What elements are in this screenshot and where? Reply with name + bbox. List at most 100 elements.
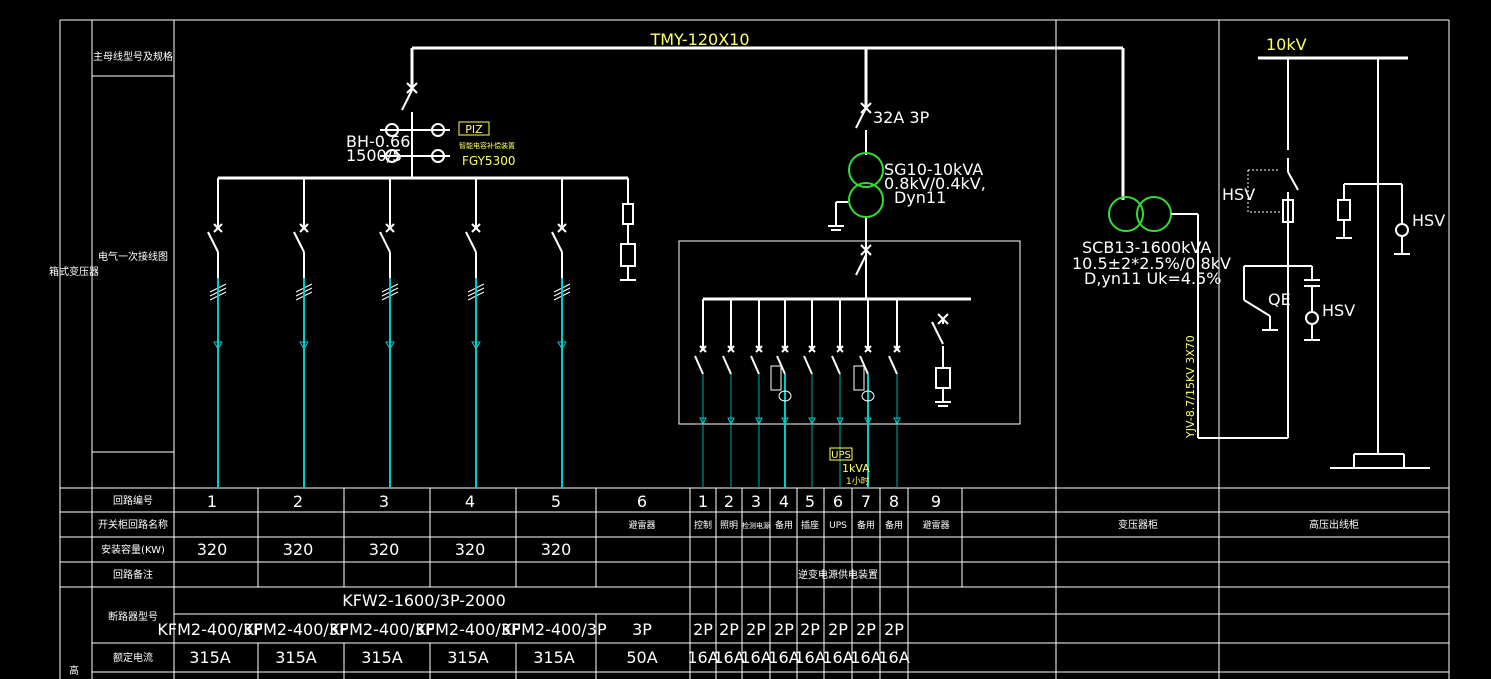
circuit-number: 9 [931,492,941,511]
aux-feeder-3 [750,299,763,488]
right-header-hv: 高压出线柜 [1309,518,1359,531]
circuit-number: 6 [833,492,843,511]
breaker-model: KFM2-400/3P [243,620,349,639]
ups-time: 1小时 [846,475,870,487]
rated-current: 16A [822,648,853,667]
main-transformer-wiring [1171,213,1289,439]
diagram-title: 电气一次接线图 [98,250,168,263]
hv-voltage: 10kV [1266,35,1307,54]
breaker-model: KFM2-400/3P [329,620,435,639]
capacity-value: 320 [283,540,314,559]
main-busbar [410,46,1125,200]
aux-feeder-2 [722,299,735,488]
breaker-model: 2P [856,620,876,639]
circuit-number: 4 [465,492,475,511]
circuit-number: 2 [724,492,734,511]
breaker-model: KFM2-400/3P [157,620,263,639]
circuit-number: 3 [379,492,389,511]
breaker-model: 2P [719,620,739,639]
right-header-transformer: 变压器柜 [1118,518,1158,531]
switch-name: 检测电源 [742,521,770,530]
hv-outgoing-feeder [1330,58,1430,469]
row-label-remark: 回路备注 [113,568,153,581]
aux-feeder-4 [770,299,792,488]
ups-tag: UPS [831,450,851,461]
breaker-model: KFM2-400/3P [415,620,521,639]
aux-feeder-6 [831,299,844,488]
hsv-label-1: HSV [1222,185,1255,204]
rated-current: 16A [794,648,825,667]
breaker-model: 2P [800,620,820,639]
switch-name: 避雷器 [628,519,655,531]
rated-current: 315A [189,648,231,667]
rated-current: 315A [533,648,575,667]
switch-name: 备用 [857,519,875,531]
feeder-4 [465,178,485,488]
box-transformer-title: 箱式变压器 [49,265,99,278]
switch-name: 照明 [720,520,738,531]
circuit-number: 1 [698,492,708,511]
main-transformer-coils [1108,196,1172,232]
breaker-model: 2P [693,620,713,639]
hsv-indicator-dotted [1247,169,1283,213]
capacity-value: 320 [455,540,486,559]
rated-current: 16A [740,648,771,667]
rated-current: 16A [713,648,744,667]
circuit-number: 2 [293,492,303,511]
left-feeders [207,178,571,488]
hv-cable-spec: YJV-8.7/15KV 3X70 [1184,335,1197,439]
bottom-title: 高 [69,664,79,677]
hsv-label-2: HSV [1322,301,1355,320]
breaker-model: 3P [632,620,652,639]
row-label-current: 额定电流 [113,651,153,664]
feeder-1 [207,178,227,488]
busbar-spec: TMY-120X10 [649,30,749,49]
aux-feeder-1 [694,299,707,488]
switch-name: 插座 [801,519,819,531]
main-transformer-spec: SCB13-1600kVA 10.5±2*2.5%/0.8kV D,yn11 U… [1072,238,1236,288]
main-breaker-model: KFW2-1600/3P-2000 [342,591,506,610]
aux-feeders [694,299,901,488]
rated-current: 16A [768,648,799,667]
switch-name: 备用 [885,519,903,531]
controller-tag: PIZ [465,123,483,136]
row-label-circuit-no: 回路编号 [113,494,153,507]
aux-feeder-7 [853,299,875,488]
hv-transformer-feeder [1243,58,1320,341]
surge-arrester-aux [931,313,951,407]
circuit-number: 3 [751,492,761,511]
breaker-model: 2P [828,620,848,639]
circuit-number: 4 [779,492,789,511]
rated-current: 16A [878,648,909,667]
aux-transformer [828,102,872,300]
aux-feeder-5 [803,299,816,488]
table-grid [59,19,1450,679]
circuit-number: 7 [861,492,871,511]
circuit-number: 5 [551,492,561,511]
aux-panel-frame [678,240,1021,425]
row-label-breaker: 断路器型号 [108,610,158,623]
rated-current: 16A [687,648,718,667]
capacity-value: 320 [197,540,228,559]
controller-model: FGY5300 [462,154,515,168]
capacity-value: 320 [369,540,400,559]
circuit-number: 8 [889,492,899,511]
feeder-5 [551,178,571,488]
rated-current: 16A [850,648,881,667]
feeder-2 [293,178,313,488]
capacity-value: 320 [541,540,572,559]
switch-name: UPS [829,521,847,531]
hsv-label-3: HSV [1412,211,1445,230]
aux-breaker-label: 32A 3P [873,108,930,127]
ct-label: BH-0.66 1500/5 [346,132,416,165]
rated-current: 315A [447,648,489,667]
controller-label: 智能电容补偿装置 [459,141,515,150]
circuit-number: 1 [207,492,217,511]
ups-tag-box [829,447,853,461]
circuit-number: 5 [805,492,815,511]
breaker-model: 2P [774,620,794,639]
incomer-switch [380,82,450,178]
aux-transformer-coils [848,152,884,218]
